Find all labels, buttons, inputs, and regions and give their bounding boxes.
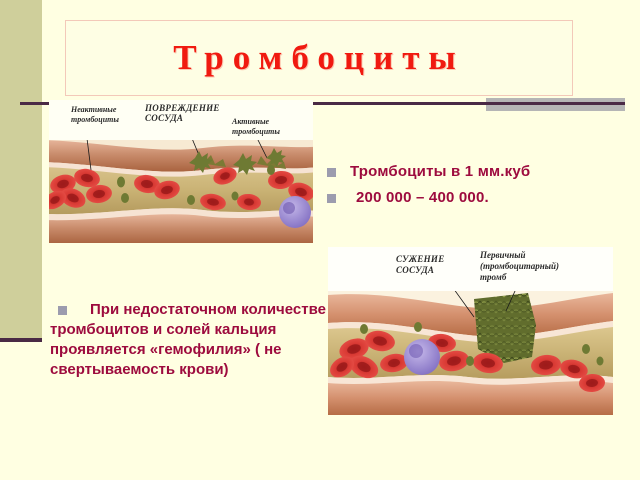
bullet-list-counts: Тромбоциты в 1 мм.куб 200 000 – 400 000. — [327, 162, 617, 214]
left-accent-band-rule — [0, 338, 42, 342]
paragraph-block: При недостаточном количестве тромбоцитов… — [50, 300, 350, 380]
figure-2-artwork — [328, 291, 613, 415]
bullet-label: 200 000 – 400 000. — [356, 189, 489, 206]
paragraph-text: При недостаточном количестве тромбоцитов… — [50, 301, 326, 378]
page-title: Тромбоциты — [173, 38, 465, 77]
list-item: Тромбоциты в 1 мм.куб — [327, 162, 617, 182]
title-box — [65, 20, 573, 96]
figure-1-artwork — [49, 140, 313, 243]
bullet-square-icon — [327, 194, 336, 203]
left-accent-band — [0, 0, 42, 338]
figure-2-caption-right: Первичный(тромбоцитарный)тромб — [480, 250, 559, 282]
divider-line-right — [235, 102, 625, 105]
bullet-square-icon — [58, 306, 67, 315]
bullet-label: Тромбоциты в 1 мм.куб — [350, 163, 531, 180]
bullet-square-icon — [327, 168, 336, 177]
list-item: 200 000 – 400 000. — [327, 188, 617, 208]
